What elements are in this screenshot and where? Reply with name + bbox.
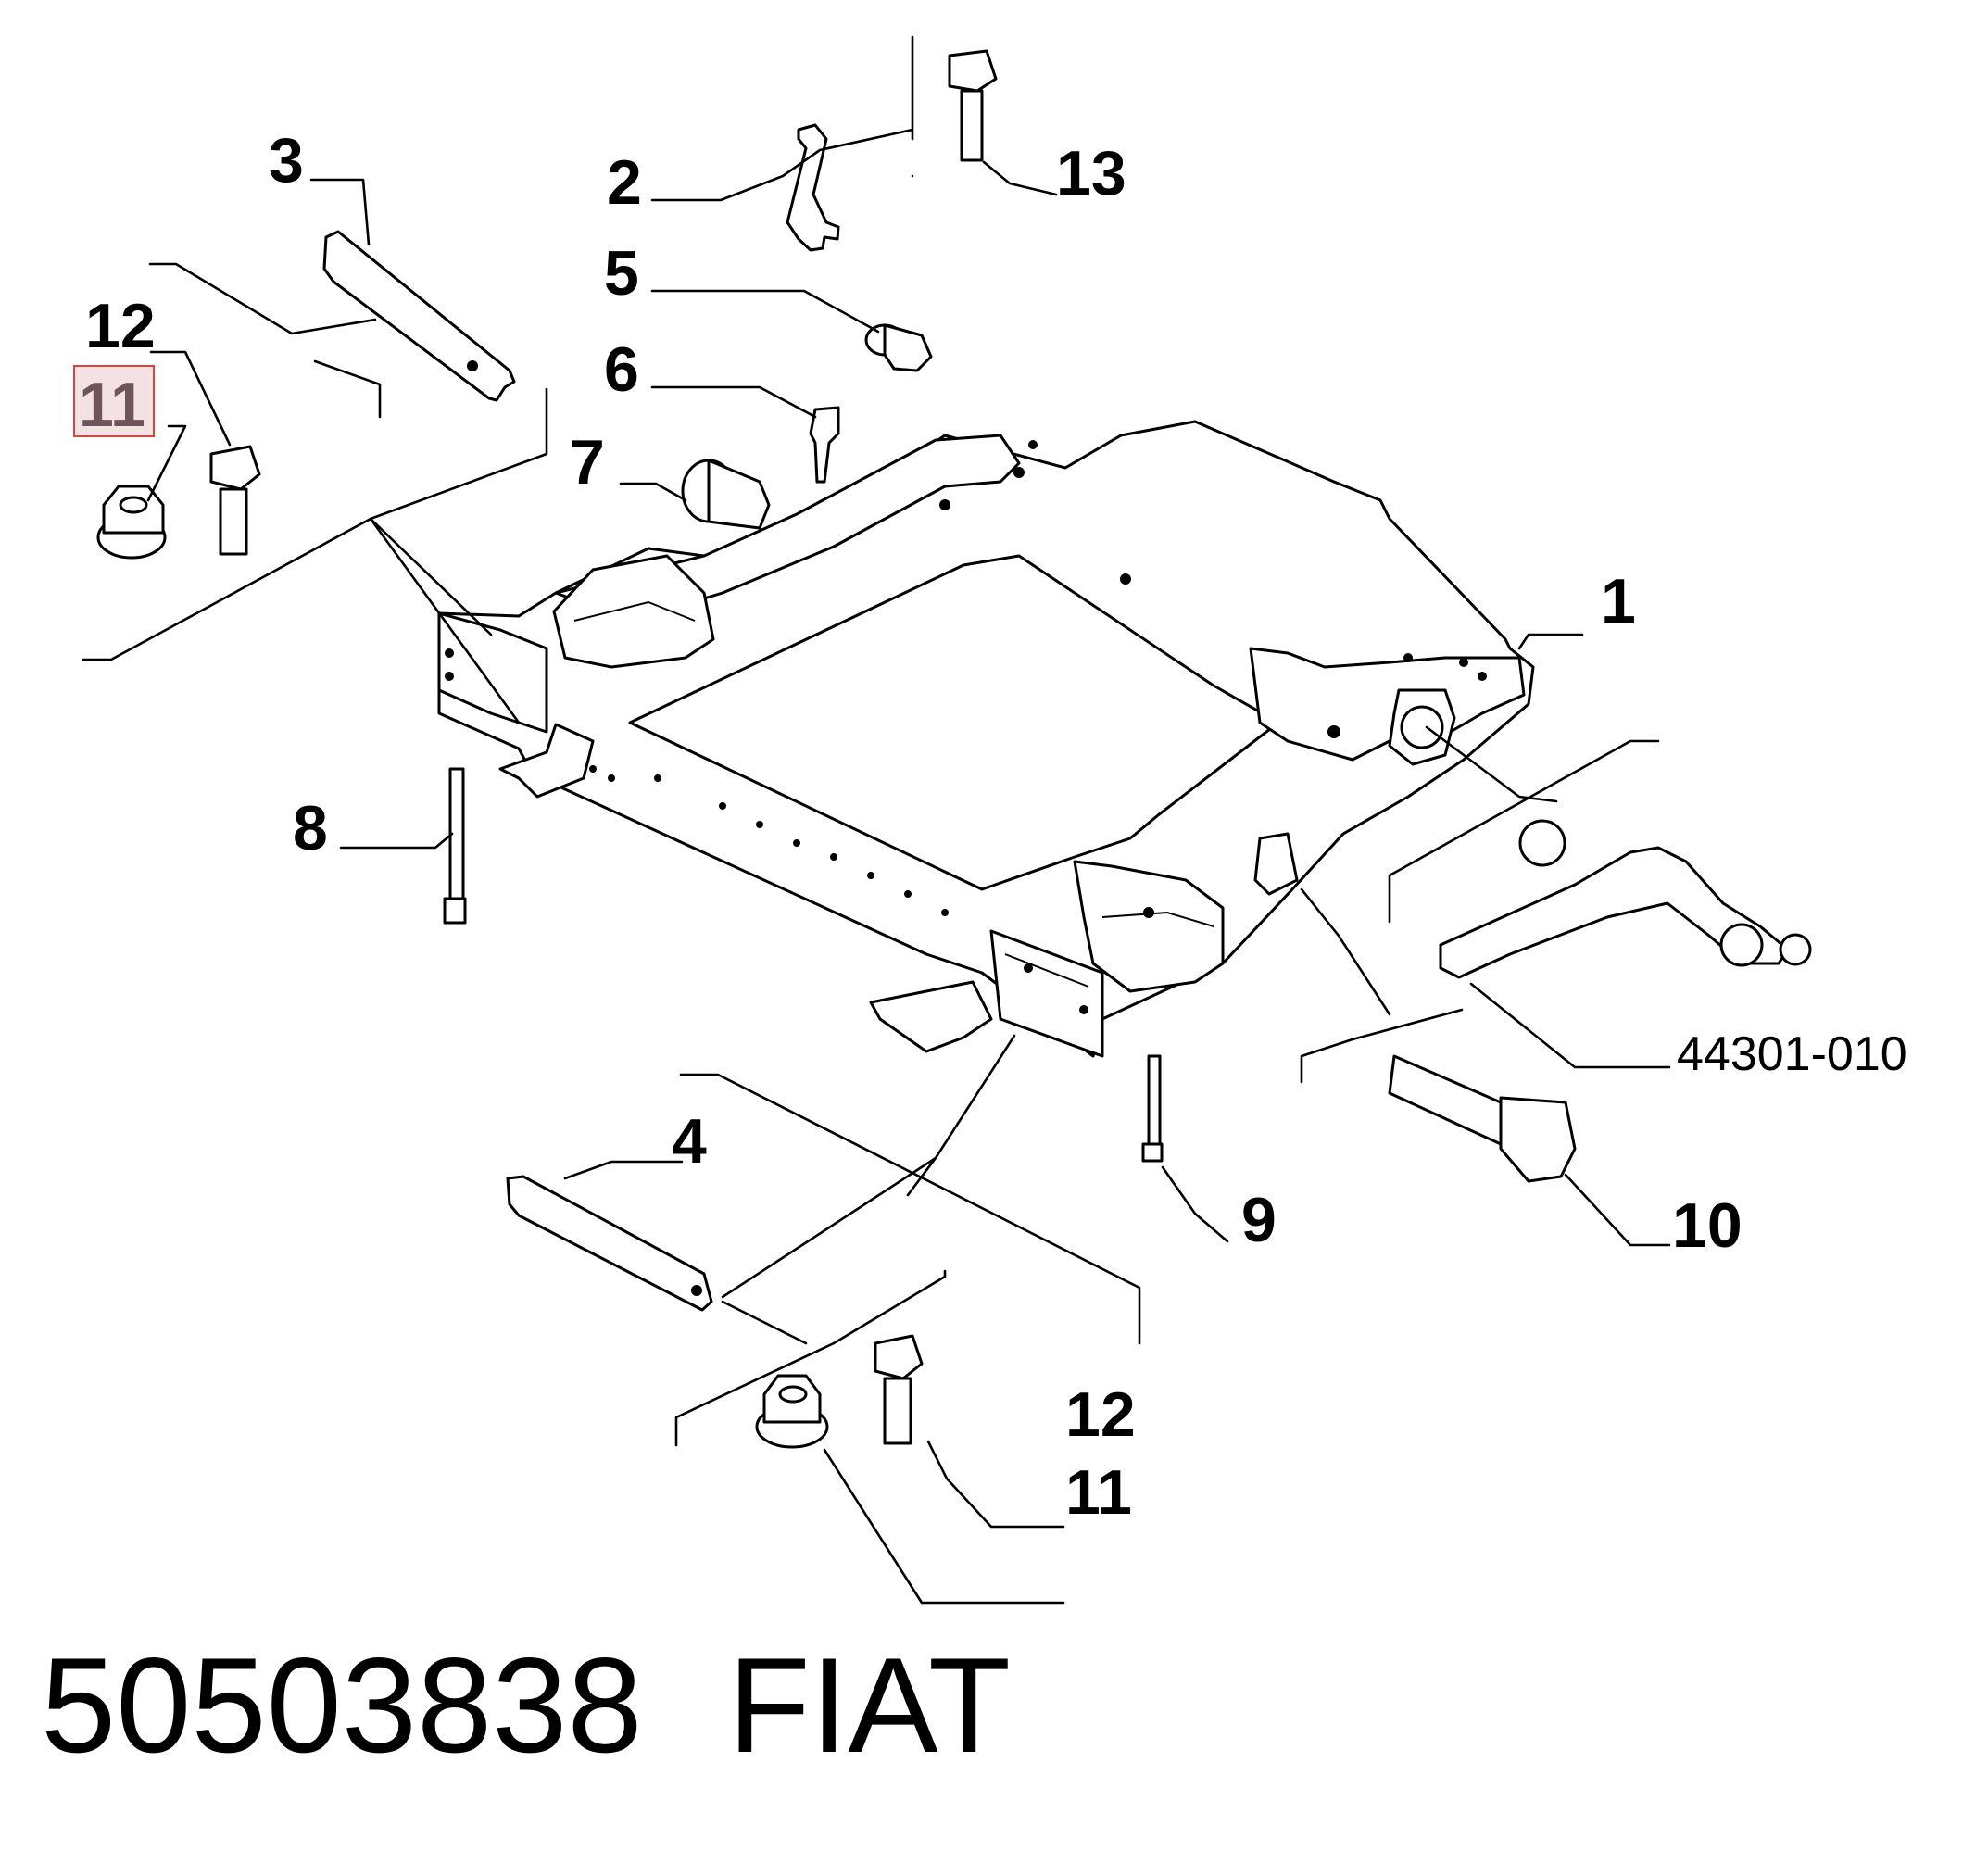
callout-12-bottom[interactable]: 12 [1065,1379,1136,1450]
bolt-part-13[interactable] [948,49,998,162]
nut-part-11-bottom[interactable] [755,1374,829,1449]
callout-2[interactable]: 2 [607,147,642,218]
brand-name: FIAT [727,1630,1012,1781]
callout-ref-44301-010[interactable]: 44301-010 [1677,1027,1907,1081]
bushing-part-7[interactable] [681,459,771,530]
bolt-part-10[interactable] [1388,1054,1577,1183]
callout-11-bottom[interactable]: 11 [1065,1457,1132,1528]
front-subframe[interactable] [437,420,1535,1058]
highlight-box-item-11 [73,365,155,437]
callout-labels: 1 2 3 4 5 6 7 8 9 10 11 11 12 12 13 4430… [79,125,1907,1528]
callout-7[interactable]: 7 [570,427,605,497]
callout-1[interactable]: 1 [1601,566,1636,636]
callout-5[interactable]: 5 [604,238,639,308]
nut-part-11-top[interactable] [96,485,167,560]
stud-part-6[interactable] [809,406,840,484]
callout-11-top[interactable]: 11 [79,370,145,440]
callout-9[interactable]: 9 [1241,1185,1277,1255]
leader-lines [82,35,1671,1605]
bushing-part-5[interactable] [864,323,933,372]
brace-part-3[interactable] [322,230,516,402]
bolt-part-8[interactable] [443,767,467,925]
bolt-part-9[interactable] [1141,1054,1164,1163]
callout-10[interactable]: 10 [1672,1190,1743,1261]
callout-12-top[interactable]: 12 [85,291,156,361]
callout-4[interactable]: 4 [672,1106,707,1177]
callout-8[interactable]: 8 [293,793,328,863]
brace-part-4[interactable] [506,1175,713,1312]
control-arm-44301-010[interactable] [1439,819,1812,979]
bolt-part-12-top[interactable] [209,445,261,556]
callout-3[interactable]: 3 [269,125,304,195]
bolt-part-12-bottom[interactable] [874,1334,924,1445]
callout-6[interactable]: 6 [604,334,639,405]
part-number: 50503838 [41,1630,643,1781]
bracket-part-2[interactable] [786,123,840,252]
callout-13[interactable]: 13 [1056,138,1126,208]
